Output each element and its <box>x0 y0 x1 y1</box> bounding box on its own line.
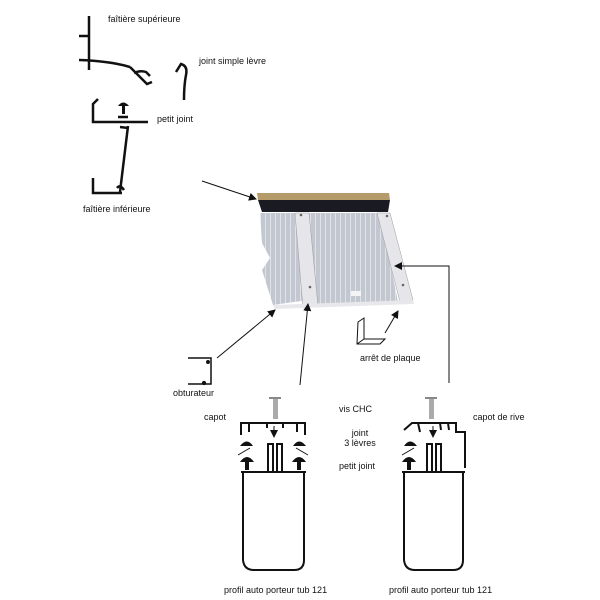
label-petit-joint-top: petit joint <box>157 114 194 124</box>
label-faitiere-inferieure: faîtière inférieure <box>83 204 151 214</box>
arrow-profil <box>299 303 312 386</box>
label-capot-de-rive: capot de rive <box>473 412 525 422</box>
arrow-arret-de-plaque <box>384 310 399 334</box>
label-joint-3-levres-2: 3 lèvres <box>344 438 376 448</box>
label-profil-left: profil auto porteur tub 121 <box>224 585 328 595</box>
label-joint-3-levres-1: joint <box>351 428 369 438</box>
label-petit-joint-bottom: petit joint <box>339 461 376 471</box>
arret-de-plaque-shape <box>356 317 387 345</box>
label-faitiere-superieure: faîtière supérieure <box>108 14 181 24</box>
label-arret-de-plaque: arrêt de plaque <box>360 353 421 363</box>
faitiere-inferieure-profile <box>91 98 148 195</box>
arrow-obturateur <box>216 309 276 359</box>
profil-right-section <box>401 397 466 571</box>
panel-assembly-illustration <box>257 193 414 309</box>
label-vis-chc: vis CHC <box>339 404 372 414</box>
joint-simple-levre-shape <box>174 62 188 101</box>
obturateur-shape <box>188 357 212 386</box>
petit-joint-top-shape <box>118 102 129 114</box>
profil-left-section <box>237 397 309 571</box>
label-obturateur: obturateur <box>173 388 215 398</box>
label-profil-right: profil auto porteur tub 121 <box>389 585 493 595</box>
arrow-ridge <box>201 180 257 201</box>
arrow-capot-de-rive <box>394 262 450 383</box>
label-capot: capot <box>204 412 227 422</box>
faitiere-superieure-profile <box>78 16 153 86</box>
label-joint-simple-levre: joint simple lèvre <box>199 56 267 66</box>
